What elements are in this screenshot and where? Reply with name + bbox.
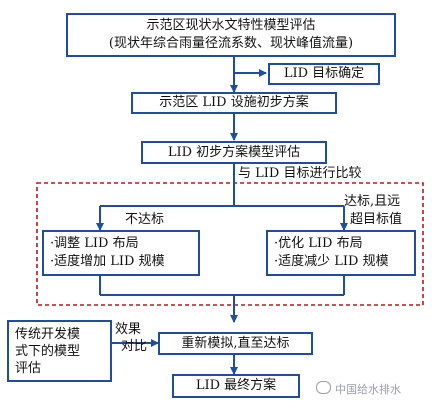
optimize-lid-layout: ·优化 LID 布局 [274, 236, 363, 251]
assessment-subtitle: (现状年综合雨量径流系数、现状峰值流量) [108, 36, 354, 51]
lid-preliminary-plan-label: 示范区 LID 设施初步方案 [159, 95, 309, 110]
lid-preliminary-plan-box: 示范区 LID 设施初步方案 [131, 92, 337, 114]
watermark: 中国给水排水 [316, 381, 401, 397]
fail-label: 不达标 [125, 212, 165, 227]
adjust-lid-box: ·调整 LID 布局 ·适度增加 LID 规模 [42, 230, 200, 276]
adjust-lid-scale: ·适度增加 LID 规模 [50, 254, 165, 269]
resimulate-label: 重新模拟,直至达标 [181, 335, 290, 351]
optimize-lid-box: ·优化 LID 布局 ·适度减少 LID 规模 [266, 230, 416, 276]
lid-target-label: LID 目标确定 [283, 66, 365, 81]
resimulate-box: 重新模拟,直至达标 [158, 332, 313, 355]
lid-model-evaluation-label: LID 初步方案模型评估 [167, 144, 301, 160]
comparison-dashed-frame [36, 182, 424, 306]
exceed-label-line2: 超目标值 [350, 212, 403, 227]
watermark-text: 中国给水排水 [335, 383, 401, 396]
status-hydrology-assessment-box: 示范区现状水文特性模型评估 (现状年综合雨量径流系数、现状峰值流量) [66, 13, 396, 57]
assessment-title: 示范区现状水文特性模型评估 [146, 18, 316, 33]
traditional-line1: 传统开发模 [15, 326, 81, 342]
lid-final-plan-box: LID 最终方案 [172, 374, 300, 398]
exceed-label-line1: 达标,且远 [344, 194, 401, 209]
adjust-lid-layout: ·调整 LID 布局 [50, 236, 139, 251]
lid-target-box: LID 目标确定 [268, 63, 380, 85]
effect-label-line1: 效果 [115, 322, 142, 337]
traditional-line3: 评估 [15, 360, 42, 376]
lid-model-evaluation-box: LID 初步方案模型评估 [141, 141, 327, 164]
compare-label: 与 LID 目标进行比较 [238, 166, 362, 181]
watermark-logo-icon [316, 381, 331, 394]
traditional-development-box: 传统开发模 式下的模型 评估 [7, 320, 112, 382]
lid-final-plan-label: LID 最终方案 [195, 378, 277, 393]
traditional-line2: 式下的模型 [15, 343, 81, 359]
optimize-lid-scale: ·适度减少 LID 规模 [274, 254, 389, 269]
effect-label-line2: 对比 [121, 339, 148, 354]
